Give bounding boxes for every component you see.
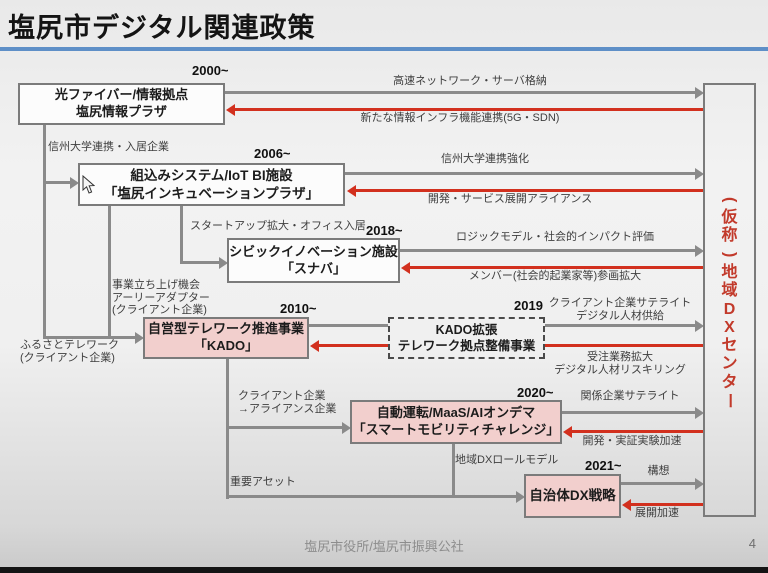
arrow-mobility-to-center bbox=[562, 411, 696, 414]
title-underline bbox=[0, 47, 768, 51]
year-label-plaza: 2000~ bbox=[192, 63, 229, 78]
flow-label-mobility-to-dx: 地域DXロールモデル bbox=[455, 454, 559, 466]
arrow-incubation-to-center bbox=[345, 172, 696, 175]
connector-incubation-down-left bbox=[108, 206, 111, 339]
edge-label-center-to-incubation: 開発・サービス展開アライアンス bbox=[427, 193, 593, 205]
edge-label-mobility-to-center: 関係企業サテライト bbox=[580, 390, 680, 402]
arrow-into-snaba bbox=[180, 261, 220, 264]
arrow-into-kado bbox=[45, 336, 136, 339]
node-snaba: シビックイノベーション施設 「スナバ」 bbox=[227, 238, 400, 283]
node-label: 自動運転/MaaS/AIオンデマ bbox=[376, 405, 536, 421]
edge-label-plaza-to-center: 高速ネットワーク・サーバ格納 bbox=[393, 75, 547, 87]
arrow-center-to-mobility bbox=[571, 430, 703, 433]
year-label-kado-ext: 2019 bbox=[514, 298, 543, 313]
node-kado-extension: KADO拡張 テレワーク拠点整備事業 bbox=[388, 317, 545, 359]
arrow-snaba-to-center bbox=[400, 249, 696, 252]
node-label: 自治体DX戦略 bbox=[529, 488, 616, 504]
footer-credit: 塩尻市役所/塩尻市振興公社 bbox=[304, 539, 464, 554]
line-center-to-kadoext bbox=[545, 344, 703, 347]
arrow-center-to-plaza bbox=[234, 108, 703, 111]
arrow-center-to-snaba bbox=[409, 266, 703, 269]
node-label: KADO拡張 bbox=[435, 322, 498, 337]
edge-label-center-to-snaba: メンバー(社会的起業家等)参画拡大 bbox=[468, 270, 642, 282]
page-number: 4 bbox=[748, 536, 756, 551]
node-label: 「スナバ」 bbox=[280, 260, 346, 276]
edge-label-center-to-mobility: 開発・実証実験加速 bbox=[582, 435, 682, 447]
flow-label-kado-to-mobility: クライアント企業 →アライアンス企業 bbox=[238, 390, 337, 415]
edge-label-incubation-to-center: 信州大学連携強化 bbox=[441, 153, 529, 165]
node-dx-strategy: 自治体DX戦略 bbox=[524, 474, 621, 518]
connector-mobility-down bbox=[452, 444, 455, 498]
flow-label-incubation-to-snaba: スタートアップ拡大・オフィス入居 bbox=[190, 220, 366, 232]
year-label-mobility: 2020~ bbox=[517, 385, 554, 400]
node-label: 「KADO」 bbox=[193, 338, 259, 353]
edge-label-center-to-plaza: 新たな情報インフラ機能連携(5G・SDN) bbox=[360, 112, 560, 124]
node-label: 自営型テレワーク推進事業 bbox=[147, 321, 304, 337]
year-label-dx-strategy: 2021~ bbox=[585, 458, 622, 473]
letterbox-bar bbox=[0, 567, 768, 573]
flow-label-incubation-to-kado: 事業立ち上げ機会 アーリーアダプター (クライアント企業) bbox=[112, 279, 210, 317]
node-label: シビックイノベーション施設 bbox=[229, 243, 398, 259]
flow-label-plaza-to-incubation: 信州大学連携・入居企業 bbox=[48, 141, 169, 153]
node-shiojiri-joho-plaza: 光ファイバー/情報拠点 塩尻情報プラザ bbox=[18, 83, 225, 125]
arrow-center-to-incubation bbox=[355, 189, 703, 192]
arrow-kadoext-to-center bbox=[545, 324, 696, 327]
node-smart-mobility-challenge: 自動運転/MaaS/AIオンデマ 「スマートモビリティチャレンジ」 bbox=[350, 400, 562, 444]
year-label-snaba: 2018~ bbox=[366, 223, 403, 238]
flow-label-kado-to-dx: 重要アセット bbox=[230, 476, 296, 488]
mouse-cursor bbox=[82, 175, 95, 194]
edge-label-center-to-dx-strategy: 展開加速 bbox=[635, 507, 679, 519]
arrow-kadoext-to-kado bbox=[318, 344, 388, 347]
node-label: 組込みシステム/IoT BI施設 bbox=[130, 167, 293, 183]
edge-label-center-to-kado: 受注業務拡大 デジタル人材リスキリング bbox=[554, 351, 686, 376]
node-label: 塩尻情報プラザ bbox=[75, 104, 167, 119]
node-label: 「スマートモビリティチャレンジ」 bbox=[352, 422, 560, 437]
connector-kado-down bbox=[226, 359, 229, 499]
node-incubation-plaza: 組込みシステム/IoT BI施設 「塩尻インキュベーションプラザ」 bbox=[78, 163, 345, 206]
arrow-into-mobility bbox=[226, 426, 343, 429]
arrow-into-incubation bbox=[45, 181, 71, 184]
arrow-center-to-dx-strategy bbox=[630, 503, 703, 506]
node-label: 「塩尻インキュベーションプラザ」 bbox=[103, 185, 320, 201]
edge-label-dx-strategy-to-center: 構想 bbox=[647, 465, 670, 477]
edge-label-snaba-to-center: ロジックモデル・社会的インパクト評価 bbox=[456, 231, 654, 243]
node-kado: 自営型テレワーク推進事業 「KADO」 bbox=[143, 317, 309, 359]
connector-plaza-down bbox=[43, 125, 46, 339]
node-label: テレワーク拠点整備事業 bbox=[397, 339, 536, 353]
connector-incubation-down-right bbox=[180, 206, 183, 264]
edge-label-kado-to-center: クライアント企業サテライト デジタル人材供給 bbox=[548, 297, 692, 322]
line-kado-to-kadoext bbox=[309, 324, 388, 327]
flow-label-plaza-to-kado: ふるさとテレワーク (クライアント企業) bbox=[20, 339, 119, 364]
arrow-plaza-to-center bbox=[225, 91, 696, 94]
arrow-dx-strategy-to-center bbox=[621, 482, 696, 485]
page-title: 塩尻市デジタル関連政策 bbox=[8, 13, 316, 43]
year-label-incubation: 2006~ bbox=[254, 146, 291, 161]
year-label-kado: 2010~ bbox=[280, 301, 317, 316]
arrow-into-dx-strategy bbox=[226, 495, 517, 498]
node-label: 光ファイバー/情報拠点 bbox=[54, 87, 189, 103]
